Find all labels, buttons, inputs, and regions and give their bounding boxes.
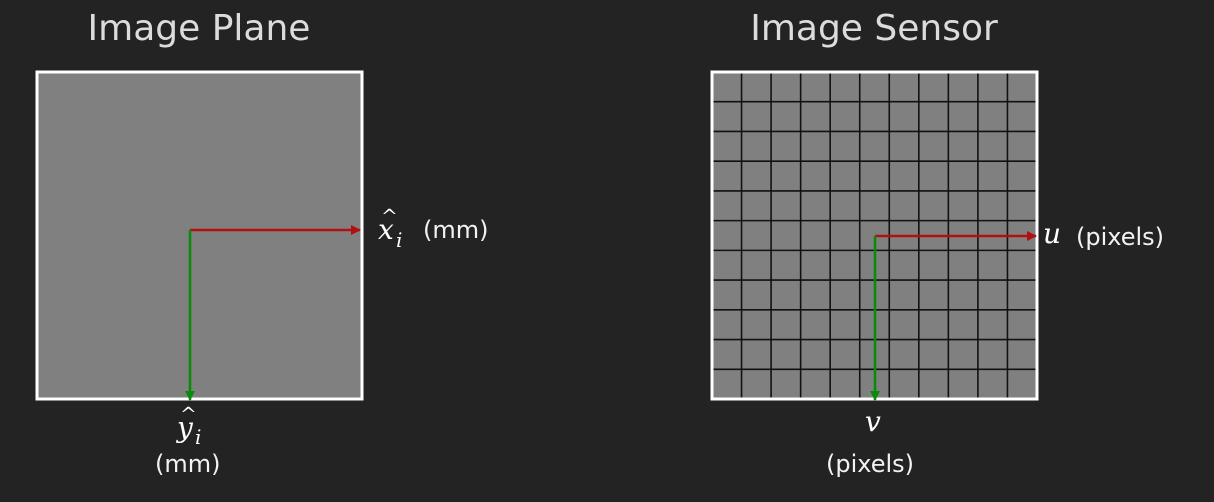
image-plane-rect: [35, 70, 364, 401]
image-sensor-title: Image Sensor: [750, 8, 998, 49]
u-axis-unit-label: (pixels): [1076, 223, 1165, 251]
y-hat-accent: ^: [180, 402, 197, 426]
image-plane-title: Image Plane: [87, 8, 311, 49]
v-axis-unit-label: (pixels): [826, 450, 915, 478]
v-axis-symbol: v: [865, 405, 881, 438]
x-axis-unit-label: (mm): [423, 216, 489, 244]
x-hat-accent: ^: [381, 204, 398, 228]
y-axis-symbol: y: [177, 411, 193, 444]
y-axis-unit-label: (mm): [155, 450, 221, 478]
x-axis-subscript: i: [396, 228, 403, 252]
x-axis-symbol: x: [378, 213, 394, 246]
y-axis-subscript: i: [195, 425, 202, 449]
u-axis-symbol: u: [1043, 217, 1062, 250]
